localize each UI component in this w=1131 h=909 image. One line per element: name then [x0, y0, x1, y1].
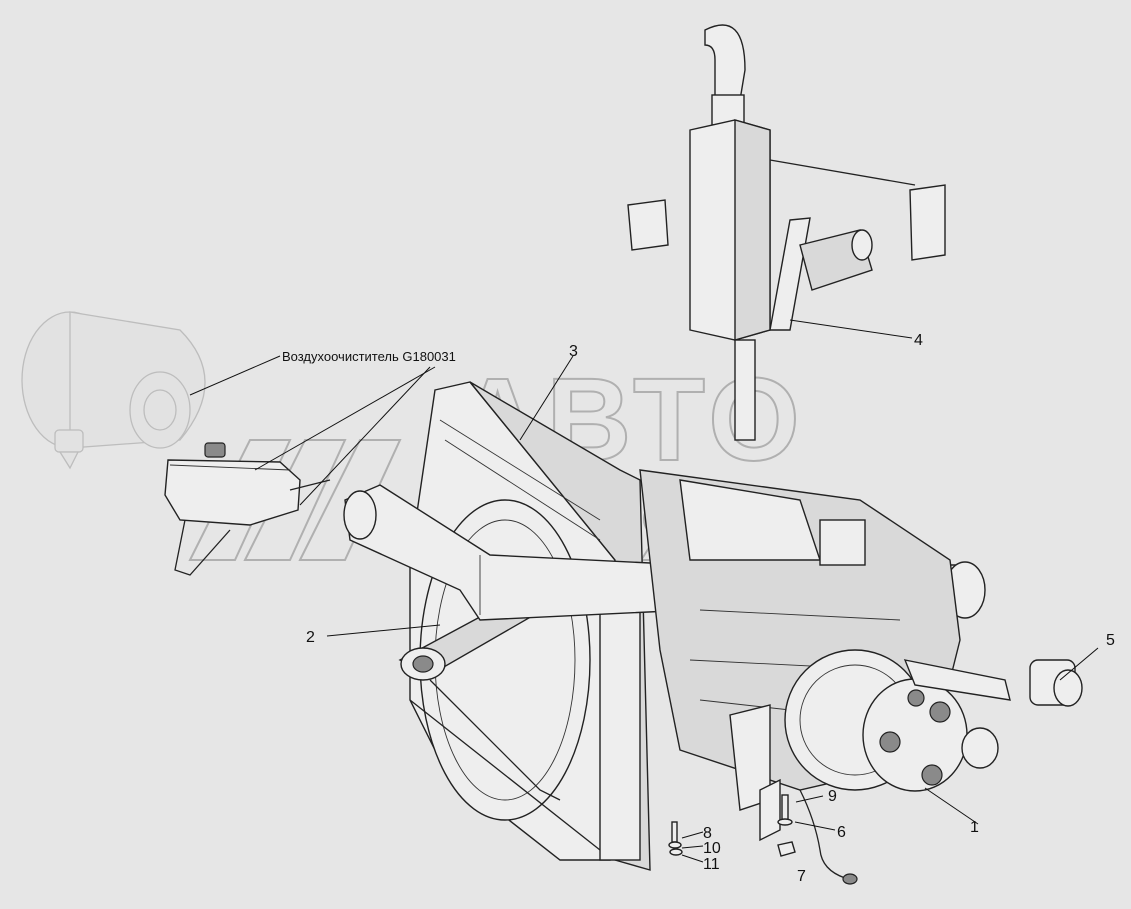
callout-9: 9: [828, 788, 837, 805]
pulley-assembly: [784, 649, 999, 792]
expansion-tank: [164, 442, 331, 576]
callout-8: 8: [703, 825, 712, 842]
hose: [799, 789, 858, 885]
callout-1: 1: [970, 819, 979, 836]
air-cleaner-ghost: [21, 311, 206, 470]
callout-7: 7: [797, 868, 806, 885]
fasteners: [668, 794, 796, 857]
support-bracket: [729, 704, 781, 842]
callout-3: 3: [569, 343, 578, 360]
callout-5: 5: [1106, 632, 1115, 649]
callout-4: 4: [914, 332, 923, 349]
callout-10: 10: [703, 840, 721, 857]
leader-lines: [189, 319, 1099, 863]
muffler-assembly: [627, 24, 946, 441]
starter-motor: [903, 659, 1083, 707]
callout-11: 11: [703, 856, 720, 873]
callout-6: 6: [837, 824, 846, 841]
callout-labels: Воздухоочиститель G180031 1 2 3 4 5 6 7 …: [282, 332, 1115, 885]
callout-2: 2: [306, 629, 315, 646]
air-cleaner-label: Воздухоочиститель G180031: [282, 349, 456, 364]
